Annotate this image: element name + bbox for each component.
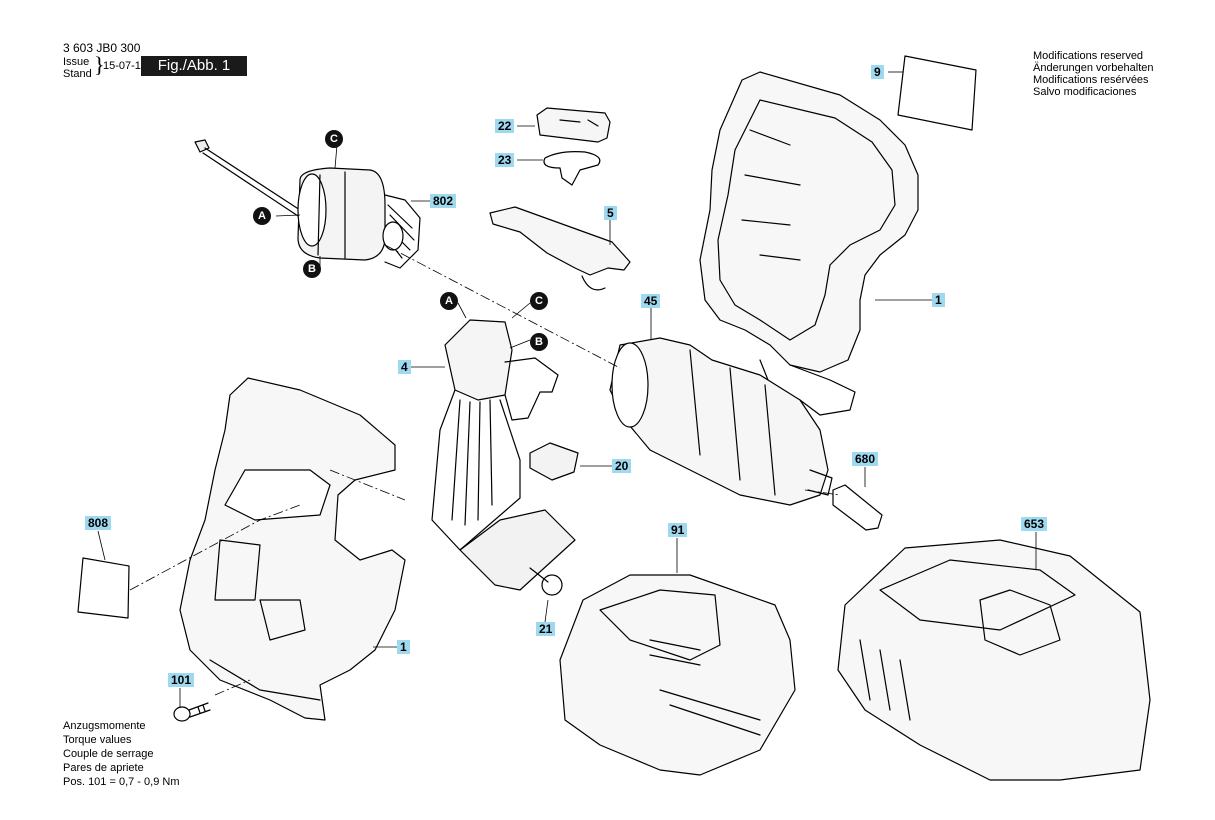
switch-20-drawing xyxy=(529,442,579,481)
part-label-9[interactable]: 9 xyxy=(871,65,884,79)
issue-date: 15-07-13 xyxy=(103,60,148,72)
torque-line-2: Torque values xyxy=(63,734,132,746)
part-number: 3 603 JB0 300 xyxy=(63,41,141,55)
part-label-23[interactable]: 23 xyxy=(495,153,515,167)
slider-drawing xyxy=(489,206,631,291)
connector-a-marker-2: A xyxy=(440,292,458,310)
notice-line-4: Salvo modificaciones xyxy=(1033,86,1137,98)
part-label-653[interactable]: 653 xyxy=(1021,517,1048,531)
screw-drawing xyxy=(173,702,211,722)
torque-line-4: Pares de apriete xyxy=(63,762,144,774)
part-label-1-right[interactable]: 1 xyxy=(932,293,945,307)
part-label-808[interactable]: 808 xyxy=(85,516,112,530)
motor-drawing xyxy=(194,139,421,269)
connector-a-marker: A xyxy=(253,207,271,225)
part-label-45[interactable]: 45 xyxy=(641,294,661,308)
connector-c-marker: C xyxy=(325,130,343,148)
connector-b-marker-2: B xyxy=(530,333,548,351)
part-label-4[interactable]: 4 xyxy=(398,360,411,374)
gearbox-drawing xyxy=(609,337,833,506)
connector-b-marker: B xyxy=(303,260,321,278)
charger-drawing xyxy=(837,539,1151,781)
part-label-5[interactable]: 5 xyxy=(604,206,617,220)
notice-line-1: Modifications reserved xyxy=(1033,50,1144,62)
part-label-91[interactable]: 91 xyxy=(668,523,688,537)
switch-cap-drawing xyxy=(536,107,611,186)
housing-left-drawing xyxy=(179,377,406,721)
part-label-22[interactable]: 22 xyxy=(495,119,515,133)
bit-drawing xyxy=(832,484,883,531)
issue-label: Issue xyxy=(63,56,90,68)
sticker-9-drawing xyxy=(897,55,977,131)
torque-spec: Pos. 101 = 0,7 - 0,9 Nm xyxy=(63,776,180,788)
housing-right-drawing xyxy=(699,71,919,416)
battery-drawing xyxy=(559,574,796,776)
notice-line-2: Änderungen vorbehalten xyxy=(1033,62,1154,74)
part-label-20[interactable]: 20 xyxy=(612,459,632,473)
part-label-101[interactable]: 101 xyxy=(168,673,195,687)
torque-line-1: Anzugsmomente xyxy=(63,720,146,732)
notice-line-3: Modifications resérvées xyxy=(1033,74,1149,86)
stand-label: Stand xyxy=(63,68,92,80)
torque-line-3: Couple de serrage xyxy=(63,748,154,760)
part-label-21[interactable]: 21 xyxy=(536,622,556,636)
part-label-802[interactable]: 802 xyxy=(430,194,457,208)
figure-label: Fig./Abb. 1 xyxy=(141,56,247,76)
connector-c-marker-2: C xyxy=(530,292,548,310)
sticker-808-drawing xyxy=(77,557,130,619)
brace-glyph: } xyxy=(94,52,105,77)
part-label-1-left[interactable]: 1 xyxy=(397,640,410,654)
part-label-680[interactable]: 680 xyxy=(852,452,879,466)
electronics-module-drawing xyxy=(431,319,576,596)
